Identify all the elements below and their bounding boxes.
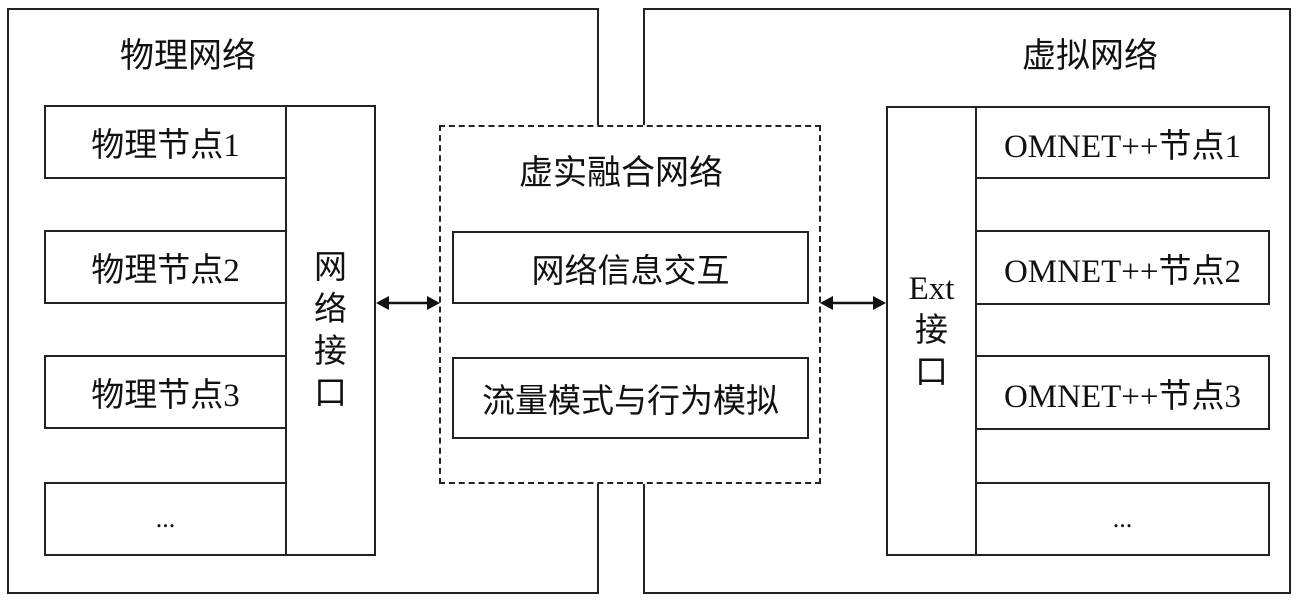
fusion-module-label: 网络信息交互 <box>531 253 730 290</box>
interface-char: 口 <box>314 375 347 412</box>
physical-node-label: 物理节点2 <box>91 253 240 289</box>
fusion-module-label: 流量模式与行为模拟 <box>482 384 779 420</box>
virtual-network-title: 虚拟网络 <box>1022 38 1158 75</box>
fusion-network-title: 虚实融合网络 <box>519 155 723 192</box>
network-interface-label: 网 络 接 口 <box>314 247 347 415</box>
omnet-node-more: ... <box>975 482 1270 556</box>
physical-node-label: 物理节点1 <box>91 128 240 164</box>
bidirectional-arrow-left <box>376 296 440 310</box>
omnet-node-2: OMNET++节点2 <box>975 230 1270 305</box>
omnet-node-label: ... <box>1112 504 1133 533</box>
fusion-module-info-exchange: 网络信息交互 <box>452 231 809 304</box>
ext-interface-label: Ext 接 口 <box>909 268 955 394</box>
omnet-node-label: OMNET++节点1 <box>1003 128 1242 165</box>
ext-interface: Ext 接 口 <box>886 106 977 556</box>
bidirectional-arrow-right <box>820 296 886 310</box>
interface-char: 口 <box>914 355 948 391</box>
fusion-module-traffic-simulation: 流量模式与行为模拟 <box>452 357 809 439</box>
physical-network-title: 物理网络 <box>120 38 256 75</box>
network-interface: 网 络 接 口 <box>285 105 376 556</box>
physical-node-more: ... <box>44 482 287 556</box>
physical-node-1: 物理节点1 <box>44 105 287 179</box>
omnet-node-label: OMNET++节点3 <box>1003 378 1242 415</box>
physical-node-2: 物理节点2 <box>44 230 287 304</box>
interface-char: 络 <box>314 291 347 328</box>
physical-node-label: ... <box>155 504 176 533</box>
interface-char: Ext <box>908 271 955 307</box>
omnet-node-1: OMNET++节点1 <box>975 106 1270 179</box>
physical-node-label: 物理节点3 <box>91 378 240 414</box>
omnet-node-3: OMNET++节点3 <box>975 355 1270 430</box>
omnet-node-label: OMNET++节点2 <box>1003 253 1242 290</box>
interface-char: 网 <box>314 249 347 286</box>
physical-node-3: 物理节点3 <box>44 355 287 429</box>
interface-char: 接 <box>914 313 948 349</box>
interface-char: 接 <box>314 333 347 370</box>
